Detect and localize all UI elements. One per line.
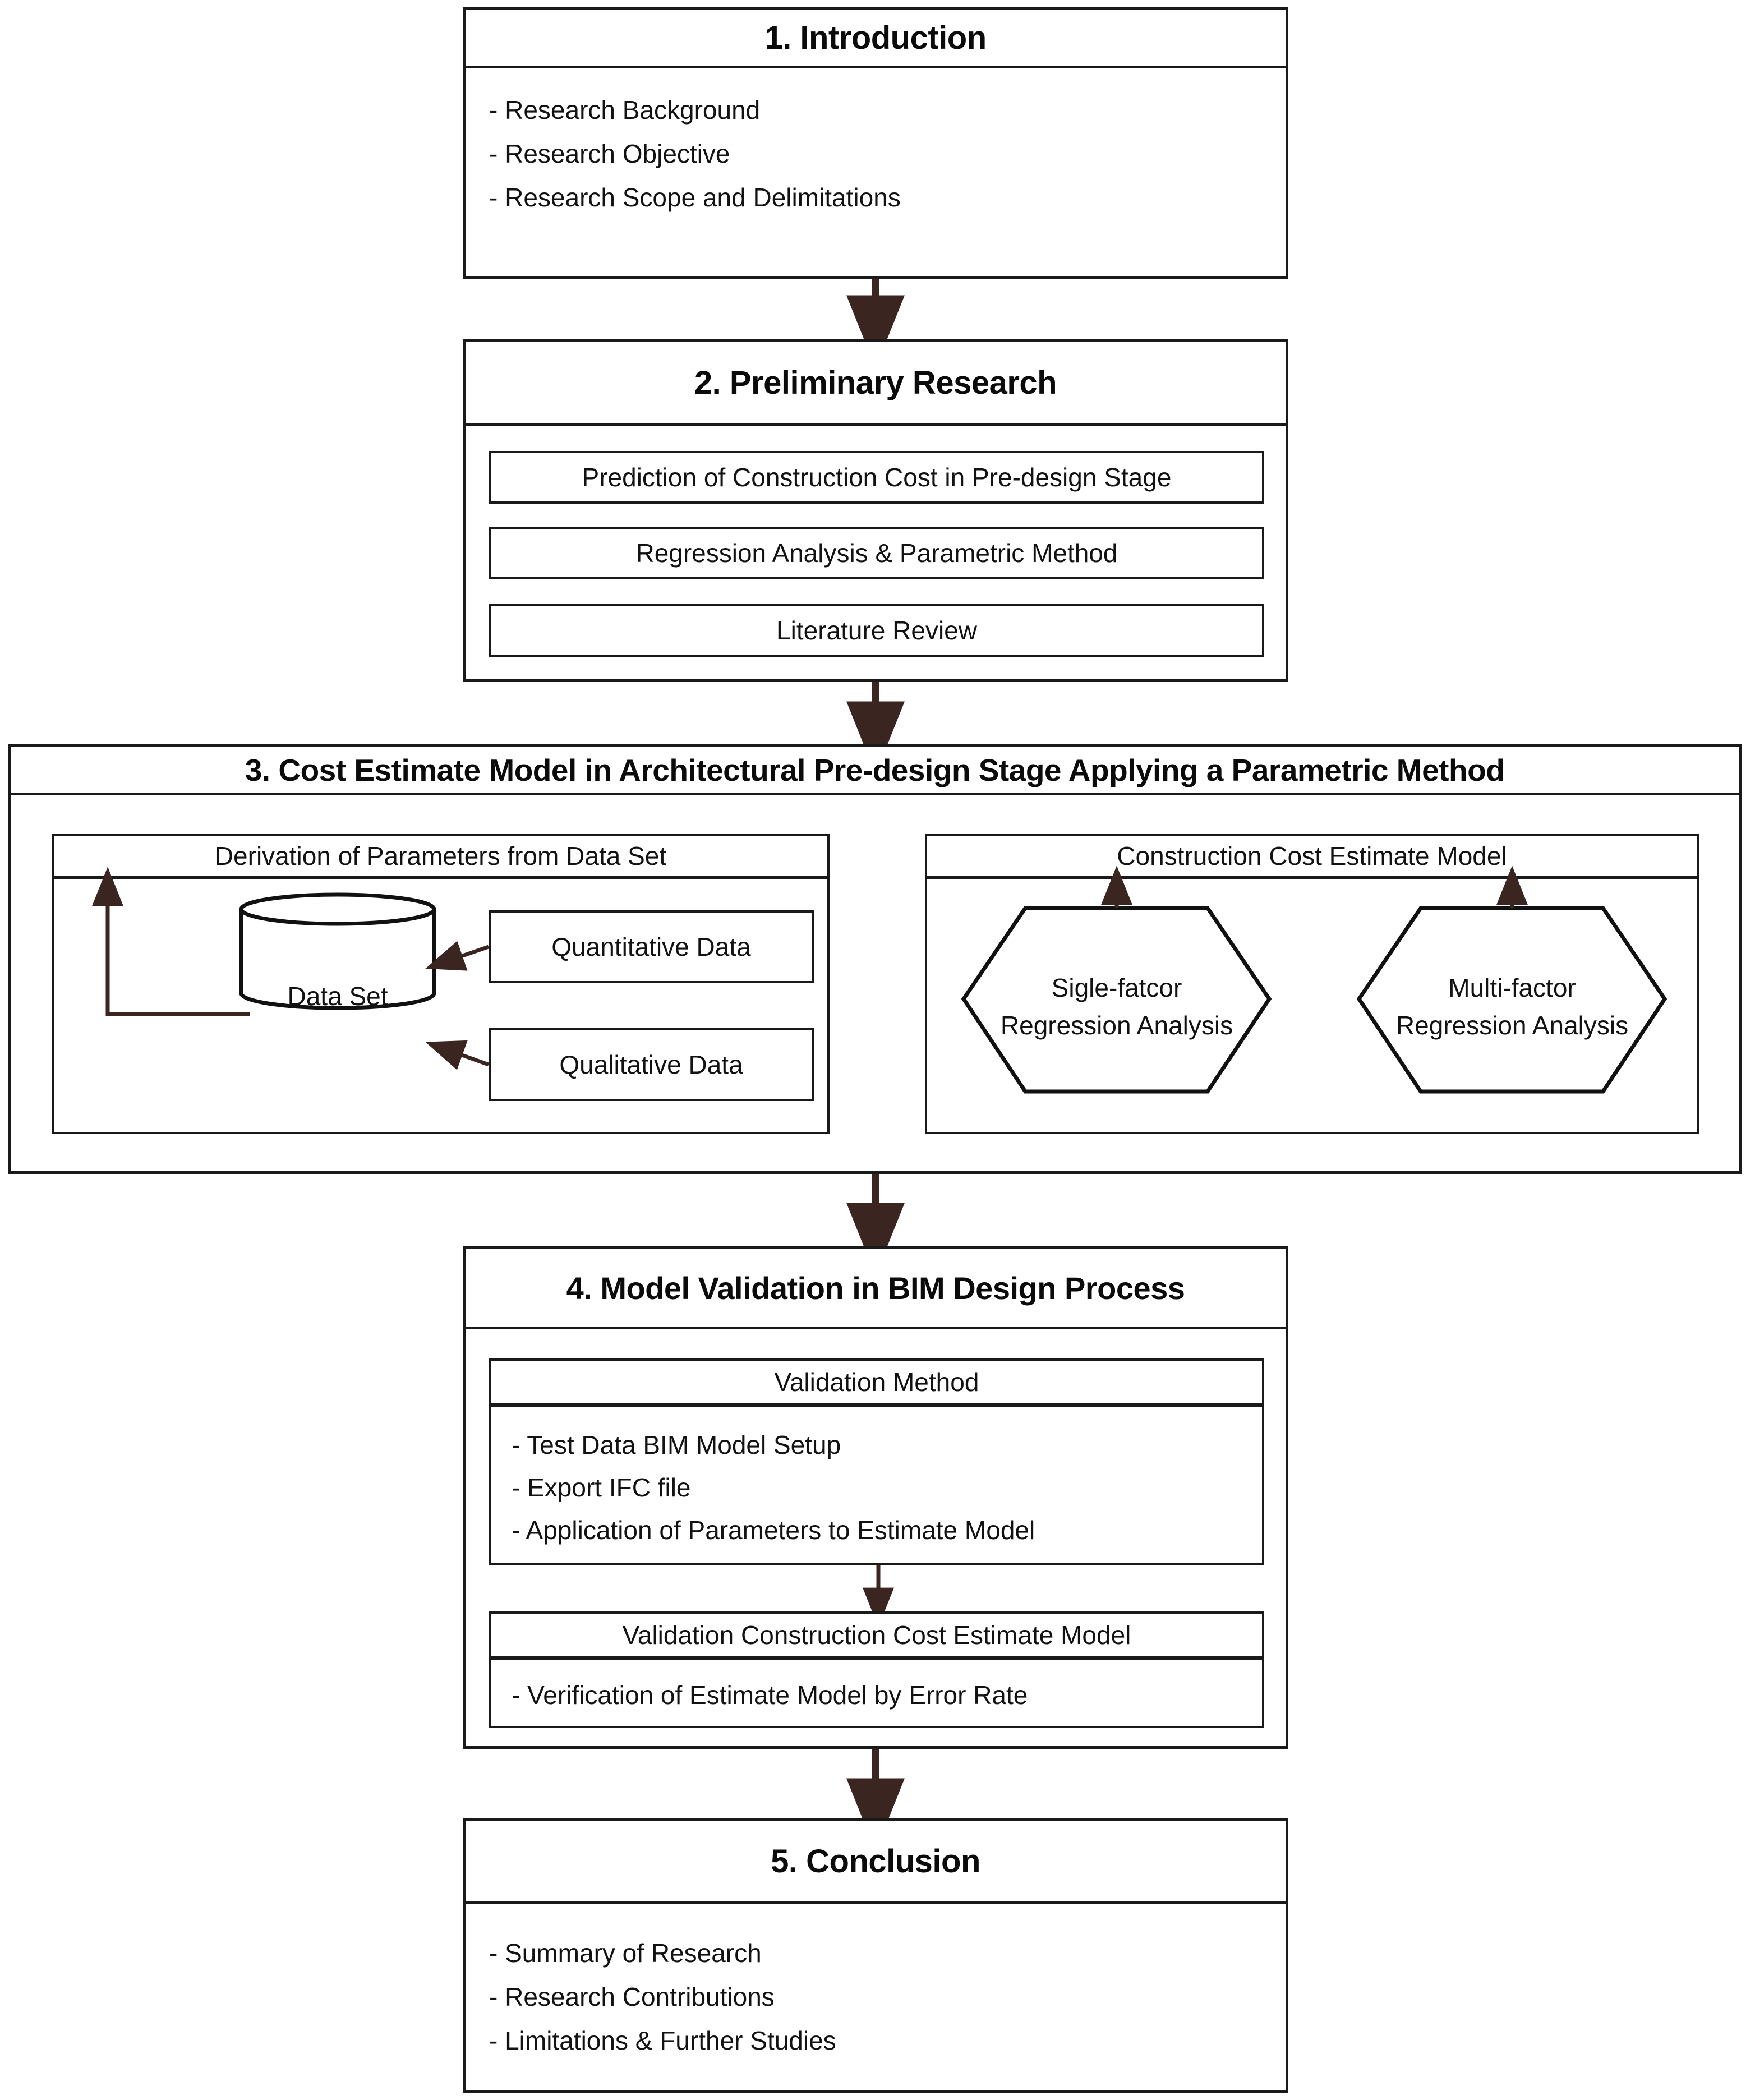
validation-method-bullet-list: - Test Data BIM Model Setup - Export IFC… (512, 1424, 1035, 1551)
section-cost-estimate-model-title: 3. Cost Estimate Model in Architectural … (245, 752, 1505, 788)
list-item: - Limitations & Further Studies (489, 2026, 836, 2055)
input-quantitative-data: Quantitative Data (489, 910, 814, 983)
panel-construction-cost-estimate-model: Construction Cost Estimate Model Sigle-f… (925, 834, 1699, 1134)
section-model-validation: 4. Model Validation in BIM Design Proces… (463, 1246, 1288, 1749)
section-introduction: 1. Introduction - Research Background - … (463, 7, 1288, 279)
block-validation-method-header-label: Validation Method (774, 1367, 979, 1397)
data-set-label: Data Set (287, 982, 388, 1011)
hexagon-single-factor-line1: Sigle-fatcor (1051, 973, 1182, 1002)
block-validation-method-header: Validation Method (491, 1361, 1262, 1407)
input-arrows (425, 941, 490, 1070)
section-conclusion-body: - Summary of Research - Research Contrib… (466, 1904, 1286, 2090)
preliminary-item-literature: Literature Review (489, 604, 1264, 657)
input-qualitative-data-label: Qualitative Data (559, 1050, 743, 1079)
block-validation-construction-cost: Validation Construction Cost Estimate Mo… (489, 1611, 1264, 1728)
panel-derivation-of-parameters: Derivation of Parameters from Data Set D… (52, 834, 830, 1134)
data-set-cylinder (239, 892, 436, 1010)
panel-construction-cost-header-label: Construction Cost Estimate Model (1117, 841, 1507, 871)
list-item: - Export IFC file (512, 1473, 691, 1502)
input-qualitative-data: Qualitative Data (489, 1028, 814, 1101)
hexagon-multi-factor-line1: Multi-factor (1448, 973, 1576, 1002)
section-model-validation-header: 4. Model Validation in BIM Design Proces… (466, 1249, 1286, 1329)
regression-hexagons (961, 865, 1668, 1094)
list-item: - Application of Parameters to Estimate … (512, 1516, 1035, 1545)
block-validation-construction-cost-header: Validation Construction Cost Estimate Mo… (491, 1614, 1262, 1660)
block-validation-method: Validation Method - Test Data BIM Model … (489, 1358, 1264, 1565)
list-item: - Test Data BIM Model Setup (512, 1430, 841, 1459)
list-item: - Research Contributions (489, 1982, 775, 2011)
section-conclusion-title: 5. Conclusion (771, 1843, 980, 1880)
hexagon-single-factor-line2: Regression Analysis (1000, 1011, 1233, 1040)
list-item: - Research Objective (489, 139, 730, 168)
hexagon-single-factor (961, 906, 1272, 1094)
panel-derivation-header: Derivation of Parameters from Data Set (54, 836, 827, 879)
list-item: - Verification of Estimate Model by Erro… (512, 1680, 1028, 1710)
validation-construction-bullet-list: - Verification of Estimate Model by Erro… (512, 1675, 1028, 1715)
section-cost-estimate-model-header: 3. Cost Estimate Model in Architectural … (11, 747, 1739, 795)
list-item: - Summary of Research (489, 1938, 762, 1968)
preliminary-item-label: Literature Review (776, 616, 977, 645)
conclusion-bullet-list: - Summary of Research - Research Contrib… (489, 1931, 836, 2062)
introduction-bullet-list: - Research Background - Research Objecti… (489, 88, 901, 219)
section-introduction-header: 1. Introduction (466, 10, 1286, 68)
preliminary-item-regression: Regression Analysis & Parametric Method (489, 527, 1264, 579)
input-quantitative-data-label: Quantitative Data (551, 932, 751, 961)
feedback-arrow-to-header (92, 867, 250, 1016)
arrow-validation-method-to-validation-model (863, 1565, 894, 1627)
section-preliminary-research-title: 2. Preliminary Research (694, 364, 1057, 401)
block-validation-construction-cost-header-label: Validation Construction Cost Estimate Mo… (622, 1620, 1131, 1650)
hexagon-multi-factor-line2: Regression Analysis (1395, 1011, 1629, 1040)
section-cost-estimate-model: 3. Cost Estimate Model in Architectural … (8, 744, 1742, 1174)
section-conclusion-header: 5. Conclusion (466, 1821, 1286, 1904)
list-item: - Research Scope and Delimitations (489, 183, 901, 212)
section-model-validation-title: 4. Model Validation in BIM Design Proces… (566, 1270, 1185, 1306)
preliminary-item-label: Prediction of Construction Cost in Pre-d… (582, 463, 1172, 492)
list-item: - Research Background (489, 95, 761, 125)
section-preliminary-research-header: 2. Preliminary Research (466, 342, 1286, 426)
panel-derivation-header-label: Derivation of Parameters from Data Set (214, 841, 667, 871)
preliminary-item-label: Regression Analysis & Parametric Method (635, 538, 1118, 568)
section-introduction-title: 1. Introduction (764, 19, 987, 56)
panel-construction-cost-header: Construction Cost Estimate Model (927, 836, 1697, 879)
section-introduction-body: - Research Background - Research Objecti… (466, 68, 1286, 276)
preliminary-item-prediction: Prediction of Construction Cost in Pre-d… (489, 451, 1264, 504)
section-conclusion: 5. Conclusion - Summary of Research - Re… (463, 1818, 1288, 2093)
section-preliminary-research: 2. Preliminary Research Prediction of Co… (463, 339, 1288, 682)
hexagon-multi-factor (1356, 906, 1668, 1094)
